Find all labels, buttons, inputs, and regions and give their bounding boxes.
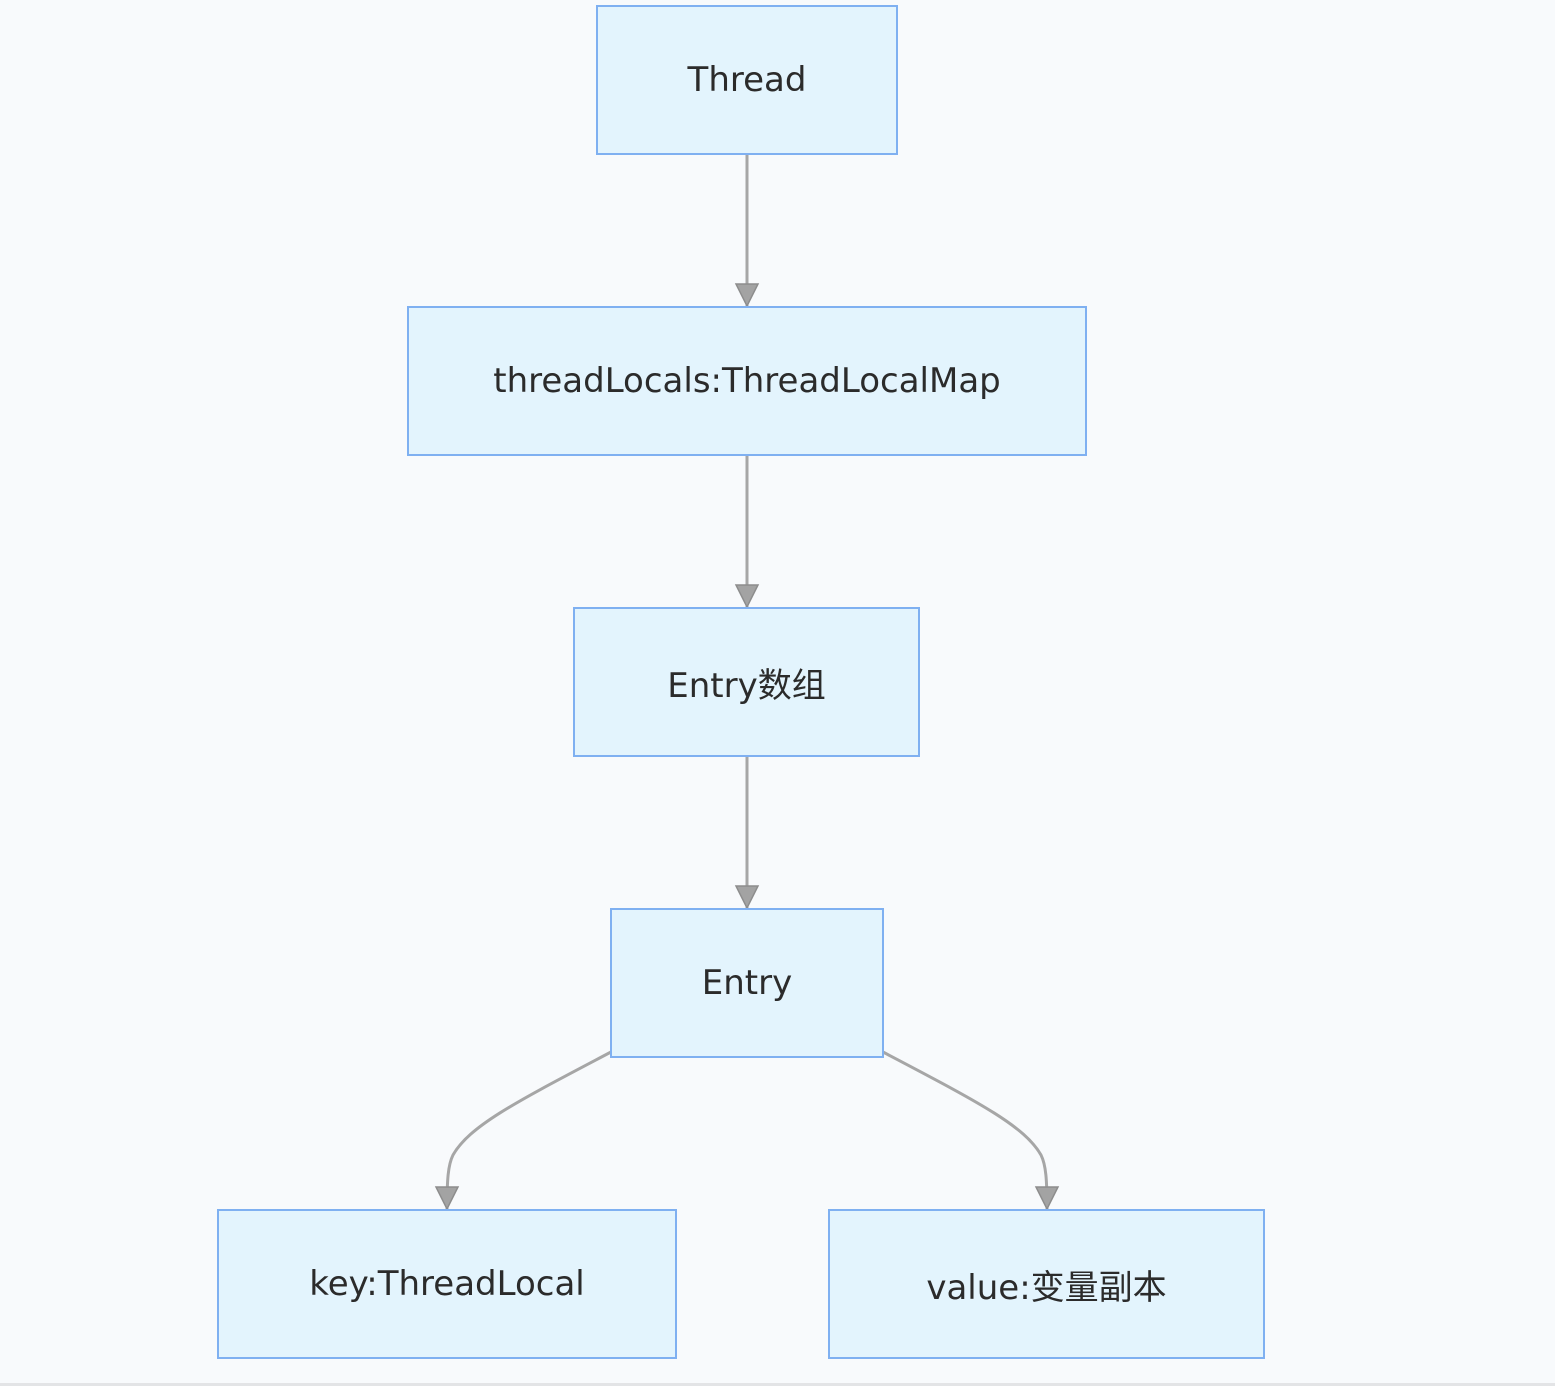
node-entry: Entry [610,908,884,1058]
arrowhead-value [1034,1186,1060,1211]
node-value-label: value:变量副本 [926,1267,1167,1308]
arrowhead-key [434,1186,460,1211]
node-thread: Thread [596,5,898,155]
node-value: value:变量副本 [828,1209,1265,1359]
node-entry-array: Entry数组 [573,607,920,757]
node-entry-array-label: Entry数组 [667,665,826,706]
node-threadlocals-label: threadLocals:ThreadLocalMap [493,361,1001,401]
node-threadlocals: threadLocals:ThreadLocalMap [407,306,1087,456]
arrowhead-entry-array [734,584,760,609]
node-entry-label: Entry [701,963,793,1003]
node-key-label: key:ThreadLocal [309,1264,585,1304]
edge-entry-to-key [445,1050,612,1210]
arrowhead-threadlocals [734,283,760,308]
edge-entry-to-value [882,1050,1049,1210]
arrowhead-entry [734,885,760,910]
node-key: key:ThreadLocal [217,1209,677,1359]
node-thread-label: Thread [687,60,807,100]
bottom-divider [0,1383,1555,1386]
